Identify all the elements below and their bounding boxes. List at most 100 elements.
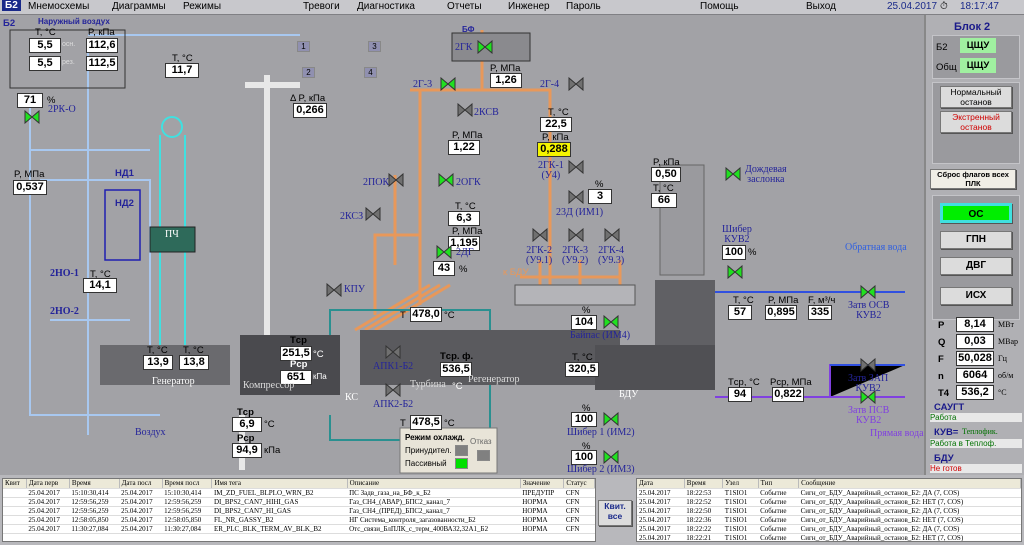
valve-2gk2[interactable] (532, 227, 548, 243)
fan-2-button[interactable]: 2 (302, 67, 315, 78)
column-header[interactable]: Тип (758, 479, 800, 489)
label: °C (444, 310, 455, 321)
table-cell: Сигн_от_БДУ_Аварийный_останов_Б2: ДА (7,… (798, 488, 1021, 498)
pump-label: 2НО-2 (50, 306, 79, 317)
menu-help[interactable]: Помощь (700, 1, 739, 12)
valve-shiber1[interactable] (603, 411, 619, 427)
label: Tср (290, 335, 307, 346)
valve-label: АПК1-Б2 (373, 361, 414, 372)
menu-alarms[interactable]: Тревоги (303, 1, 340, 12)
menu-reports[interactable]: Отчеты (447, 1, 482, 12)
valve-kpu[interactable] (326, 282, 342, 298)
valve-2ksz[interactable] (365, 206, 381, 222)
valve-2g4[interactable] (568, 76, 584, 92)
fan-1-button[interactable]: 1 (297, 41, 310, 52)
valve-2dg[interactable] (436, 244, 452, 260)
valve-label: 2ГК (455, 42, 473, 53)
stack-pressure: 0,50 (651, 167, 681, 182)
normal-stop-button[interactable]: Нормальный останов (940, 86, 1012, 108)
label: % (47, 95, 56, 106)
valve-2g3[interactable] (440, 76, 456, 92)
emergency-stop-button[interactable]: Экстренный останов (940, 111, 1012, 133)
column-header[interactable]: Дата (637, 479, 685, 489)
column-header[interactable]: Описание (347, 479, 521, 489)
table-cell: 25.04.2017 (119, 524, 163, 534)
valve-bypass[interactable] (603, 314, 619, 330)
column-header[interactable]: Время (684, 479, 724, 489)
label: НД2 (115, 198, 134, 209)
mode-os-button[interactable]: ОС (940, 203, 1012, 223)
column-header[interactable]: Имя тега (211, 479, 348, 489)
valve-label: 2ГК-3 (У9.2) (562, 245, 589, 266)
menu-diagrams[interactable]: Диаграммы (112, 1, 166, 12)
menu-engineer[interactable]: Инженер (508, 1, 550, 12)
compressor-temp: 251,5 (280, 346, 312, 361)
reset-flags-button[interactable]: Сброс флагов всех ПЛК (930, 169, 1016, 189)
column-header[interactable]: Значение (520, 479, 565, 489)
valve-2gk1[interactable] (568, 159, 584, 175)
param-name: P (938, 320, 945, 331)
valve-label: 2Г-3 (413, 79, 433, 90)
menu-mnemoschemes[interactable]: Мнемосхемы (28, 1, 90, 12)
valve-2gk[interactable] (477, 39, 493, 55)
valve-2pok[interactable] (388, 172, 404, 188)
ack-all-button[interactable]: Квит. все (598, 500, 632, 526)
label: % (582, 305, 591, 316)
mode-dvg-button[interactable]: ДВГ (940, 257, 1012, 275)
valve-2ksv[interactable] (457, 102, 473, 118)
fan-3-button[interactable]: 3 (368, 41, 381, 52)
valve-shiber2[interactable] (603, 449, 619, 465)
valve-23d[interactable] (568, 189, 584, 205)
menu-diagnostics[interactable]: Диагностика (357, 1, 415, 12)
column-header[interactable]: Узел (722, 479, 759, 489)
mode-gpn-button[interactable]: ГПН (940, 231, 1012, 249)
valve-2ogk[interactable] (438, 172, 454, 188)
fan-4-button[interactable]: 4 (364, 67, 377, 78)
valve-apk2[interactable] (385, 382, 401, 398)
date: 25.04.2017 (887, 1, 938, 12)
menu-modes[interactable]: Режимы (183, 1, 222, 12)
mode-isx-button[interactable]: ИСХ (940, 287, 1012, 305)
column-header[interactable]: Сообщение (798, 479, 1021, 489)
valve-psv[interactable] (860, 389, 876, 405)
valve-shiber-kuv[interactable] (727, 264, 743, 280)
menu-exit[interactable]: Выход (806, 1, 836, 12)
mnemonic-diagram: Б2 Наружный воздух T, °C P, кПа 5,5 осн.… (0, 15, 924, 475)
valve-rain-damper[interactable] (725, 166, 741, 182)
valve-2gk4[interactable] (604, 227, 620, 243)
table-cell (3, 515, 27, 525)
rk-position: 71 (17, 93, 43, 108)
menu-password[interactable]: Пароль (566, 1, 601, 12)
column-header[interactable]: Время посл (162, 479, 213, 489)
valve-2gk3[interactable] (568, 227, 584, 243)
column-header[interactable]: Дата перв (26, 479, 70, 489)
valve-label: 2Г-4 (540, 79, 560, 90)
table-cell: 25.04.2017 (119, 515, 163, 525)
unit-badge[interactable]: Б2 (2, 0, 21, 11)
table-cell: 12:58:05,850 (69, 515, 120, 525)
valve-2rk-o[interactable] (24, 109, 40, 125)
menu-bar: Б2 Мнемосхемы Диаграммы Режимы Тревоги Д… (0, 0, 1024, 15)
column-header[interactable]: Дата посл (119, 479, 163, 489)
valve-label: 2ГК-2 (У9.1) (526, 245, 553, 266)
column-header[interactable]: Квит (3, 479, 27, 489)
clock-icon: ⏱ (940, 1, 948, 12)
valve-osv[interactable] (860, 284, 876, 300)
column-header[interactable]: Время (69, 479, 120, 489)
column-header[interactable]: Статус (563, 479, 595, 489)
valve-apk1[interactable] (385, 344, 401, 360)
valve-zap[interactable] (860, 357, 876, 373)
